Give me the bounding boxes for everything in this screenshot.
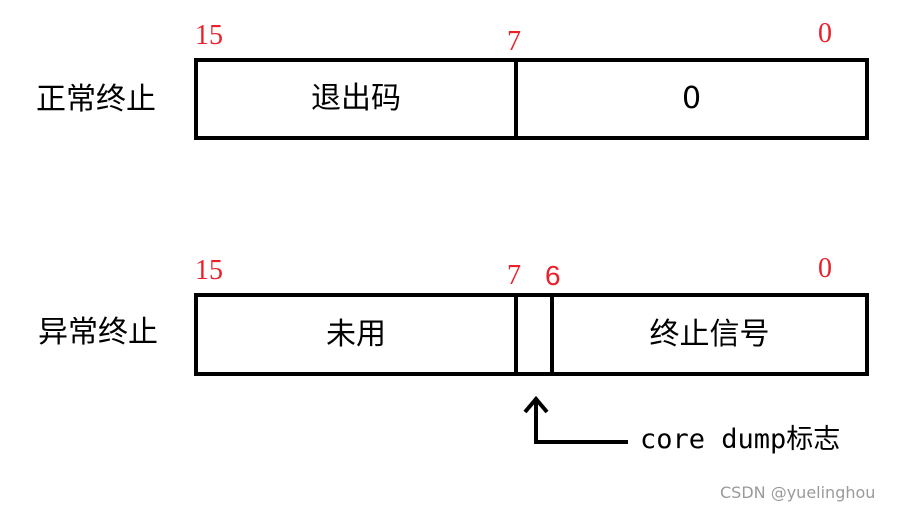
field-divider: [550, 293, 554, 376]
row-label-abnormal: 异常终止: [38, 315, 158, 350]
bit-label-15: 15: [195, 20, 223, 51]
row-label-normal: 正常终止: [36, 82, 156, 117]
bit-label-15: 15: [195, 255, 223, 286]
bit-label-7: 7: [507, 26, 521, 57]
bit-label-0: 0: [818, 253, 832, 284]
termination-signal-field: 终止信号: [649, 316, 770, 352]
status-register-box: [194, 58, 869, 140]
bit-label-0: 0: [818, 18, 832, 49]
core-dump-annotation: core dump标志: [640, 424, 841, 455]
unused-field: 未用: [326, 316, 386, 352]
bit-label-7: 7: [507, 260, 521, 291]
exit-code-field: 退出码: [311, 81, 401, 116]
status-register-box: [194, 293, 869, 376]
bit-label-6: 6: [545, 260, 561, 291]
field-divider: [514, 58, 518, 140]
field-divider: [514, 293, 518, 376]
watermark: CSDN @yuelinghou: [720, 483, 876, 502]
zero-field: 0: [681, 81, 702, 116]
